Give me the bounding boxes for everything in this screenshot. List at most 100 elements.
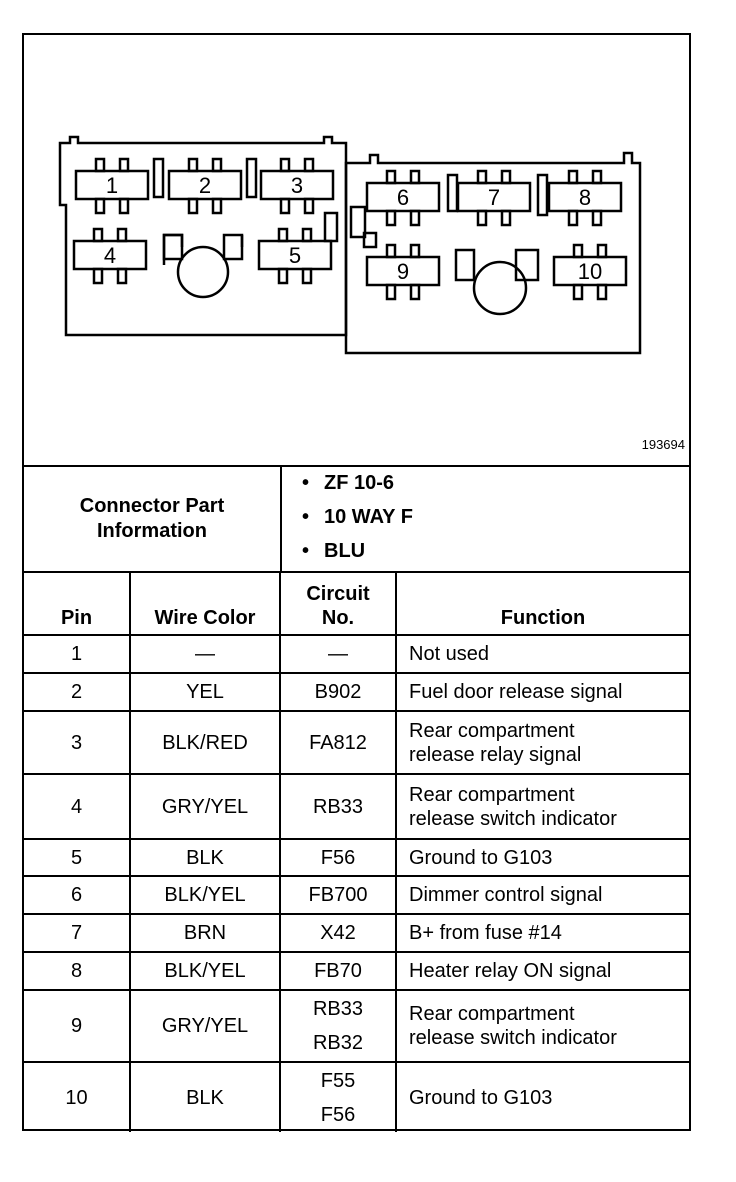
wire-color-cell: YEL	[129, 672, 281, 712]
function-cell: B+ from fuse #14	[395, 913, 689, 953]
pin-cell: 2	[24, 672, 131, 712]
connector-diagram: 1 2 3 4 5 6 7 8 9 10 193694	[24, 35, 689, 467]
function-cell: Heater relay ON signal	[395, 951, 689, 991]
pin-number-label: 8	[579, 185, 591, 210]
alignment-post-right	[472, 260, 528, 316]
connector-info-label: Connector Part Information	[24, 467, 282, 571]
key-tab	[152, 157, 165, 199]
circuit-cell: FA812	[279, 710, 397, 775]
table-header-row: Pin Wire Color Circuit No. Function	[24, 573, 689, 636]
pin-terminal	[365, 169, 441, 227]
pin-number-label: 10	[578, 259, 602, 284]
pin-number-label: 6	[397, 185, 409, 210]
pin-number-label: 3	[291, 173, 303, 198]
wire-color-cell: GRY/YEL	[129, 989, 281, 1063]
header-wire-color: Wire Color	[129, 573, 281, 636]
pin-cell: 1	[24, 634, 131, 674]
pin-number-label: 4	[104, 243, 116, 268]
connector-part-information: Connector Part Information ZF 10-6 10 WA…	[24, 467, 689, 573]
circuit-cell: FB70	[279, 951, 397, 991]
header-circuit: Circuit No.	[279, 573, 397, 636]
pin-cell: 4	[24, 773, 131, 840]
key-tab	[349, 205, 367, 239]
key-tab	[362, 231, 378, 249]
pin-terminal	[259, 157, 335, 215]
pin-terminal	[74, 157, 150, 215]
wire-color-cell: BLK	[129, 1061, 281, 1132]
pin-cell: 3	[24, 710, 131, 775]
function-cell: Rear compartment release switch indicato…	[395, 989, 689, 1063]
circuit-cell: FB700	[279, 875, 397, 915]
post-left-bracket	[162, 233, 244, 265]
wire-color-cell: BRN	[129, 913, 281, 953]
pin-terminal	[257, 227, 333, 285]
pin-terminal	[552, 243, 628, 301]
post-mount	[162, 233, 184, 261]
key-tab	[536, 173, 549, 217]
circuit-cell: X42	[279, 913, 397, 953]
function-cell: Fuel door release signal	[395, 672, 689, 712]
wire-color-cell: —	[129, 634, 281, 674]
key-tab	[446, 173, 459, 213]
wire-color-cell: BLK/RED	[129, 710, 281, 775]
pin-table-panel: Pin Wire Color Circuit No. Function 1——N…	[24, 573, 689, 1132]
pin-cell: 9	[24, 989, 131, 1063]
function-cell: Dimmer control signal	[395, 875, 689, 915]
pin-cell: 10	[24, 1061, 131, 1132]
connector-info-list: ZF 10-6 10 WAY F BLU	[282, 467, 689, 571]
pin-number-label: 9	[397, 259, 409, 284]
wire-color-cell: GRY/YEL	[129, 773, 281, 840]
function-cell: Ground to G103	[395, 1061, 689, 1132]
figure-number: 193694	[641, 437, 685, 452]
pin-number-label: 7	[488, 185, 500, 210]
pin-number-label: 2	[199, 173, 211, 198]
circuit-cell: F55 F56	[279, 1061, 397, 1132]
pin-table: Pin Wire Color Circuit No. Function 1——N…	[24, 573, 689, 1132]
connector-info-item: ZF 10-6	[302, 471, 394, 495]
pin-terminal	[365, 243, 441, 301]
right-housing-outline	[344, 151, 642, 355]
connector-info-item: BLU	[302, 539, 365, 563]
key-tab	[245, 157, 258, 199]
circuit-cell: —	[279, 634, 397, 674]
function-cell: Ground to G103	[395, 838, 689, 877]
header-function: Function	[395, 573, 689, 636]
table-row: 1——Not used	[24, 634, 689, 674]
alignment-post-left	[176, 245, 230, 299]
post-mount	[222, 233, 244, 261]
post-mount	[454, 248, 476, 282]
pin-cell: 5	[24, 838, 131, 877]
wire-color-cell: BLK	[129, 838, 281, 877]
connector-info-item: 10 WAY F	[302, 505, 413, 529]
circuit-cell: F56	[279, 838, 397, 877]
post-mount	[514, 248, 540, 282]
function-cell: Rear compartment release relay signal	[395, 710, 689, 775]
function-cell: Rear compartment release switch indicato…	[395, 773, 689, 840]
header-pin: Pin	[24, 573, 131, 636]
wire-color-cell: BLK/YEL	[129, 951, 281, 991]
pin-terminal	[167, 157, 243, 215]
pin-terminal	[72, 227, 148, 285]
function-cell: Not used	[395, 634, 689, 674]
pin-terminal	[547, 169, 623, 227]
pin-number-label: 5	[289, 243, 301, 268]
wire-color-cell: BLK/YEL	[129, 875, 281, 915]
circuit-cell: RB33	[279, 773, 397, 840]
circuit-cell: B902	[279, 672, 397, 712]
pin-cell: 7	[24, 913, 131, 953]
pin-cell: 6	[24, 875, 131, 915]
circuit-cell: RB33 RB32	[279, 989, 397, 1063]
pin-cell: 8	[24, 951, 131, 991]
pin-number-label: 1	[106, 173, 118, 198]
left-housing-outline	[58, 135, 348, 337]
